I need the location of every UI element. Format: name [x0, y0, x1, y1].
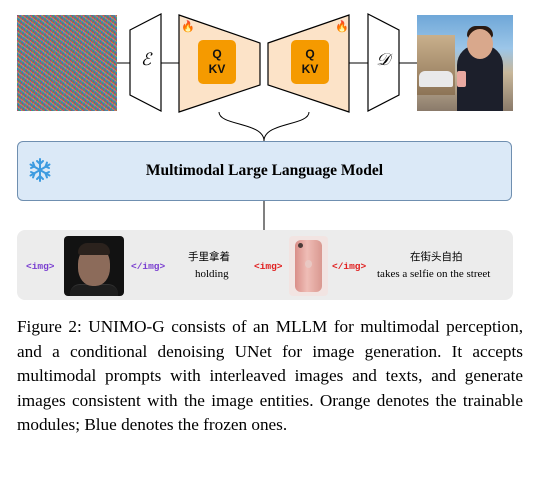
figure-caption: Figure 2: UNIMO-G consists of an MLLM fo… [17, 315, 523, 438]
llm-box [17, 141, 512, 201]
img-open-tag: <img> [26, 261, 55, 272]
fire-icon: 🔥 [181, 20, 195, 33]
snowflake-icon [29, 158, 51, 182]
decoder-shape [367, 13, 400, 112]
generated-output-image [417, 15, 513, 111]
qkv-block-right: Q KV [291, 40, 329, 84]
kv-label: KV [208, 62, 226, 76]
kv-label: KV [301, 62, 319, 76]
connector-line [263, 111, 310, 142]
encoder-shape [129, 13, 162, 112]
decoder-label: 𝒟 [376, 50, 390, 69]
person-image [64, 236, 124, 296]
img-open-tag: <img> [254, 261, 283, 272]
img-close-tag: </img> [131, 261, 166, 272]
noise-input-image [17, 15, 117, 111]
llm-title: Multimodal Large Language Model [145, 162, 384, 179]
text-english: takes a selfie on the street [377, 268, 491, 280]
q-label: Q [212, 47, 222, 61]
connector-line [218, 111, 265, 142]
text-chinese: 在街头自拍 [410, 251, 463, 263]
qkv-block-left: Q KV [198, 40, 236, 84]
caption-text: Figure 2: UNIMO-G consists of an MLLM fo… [17, 317, 523, 435]
encoder-label: ℰ [140, 50, 152, 69]
fire-icon: 🔥 [335, 20, 349, 33]
diagram-svg [117, 13, 417, 230]
text-english: holding [195, 268, 229, 280]
text-chinese: 手里拿着 [188, 251, 230, 263]
img-close-tag: </img> [332, 261, 367, 272]
q-label: Q [305, 47, 315, 61]
phone-image [289, 236, 328, 296]
